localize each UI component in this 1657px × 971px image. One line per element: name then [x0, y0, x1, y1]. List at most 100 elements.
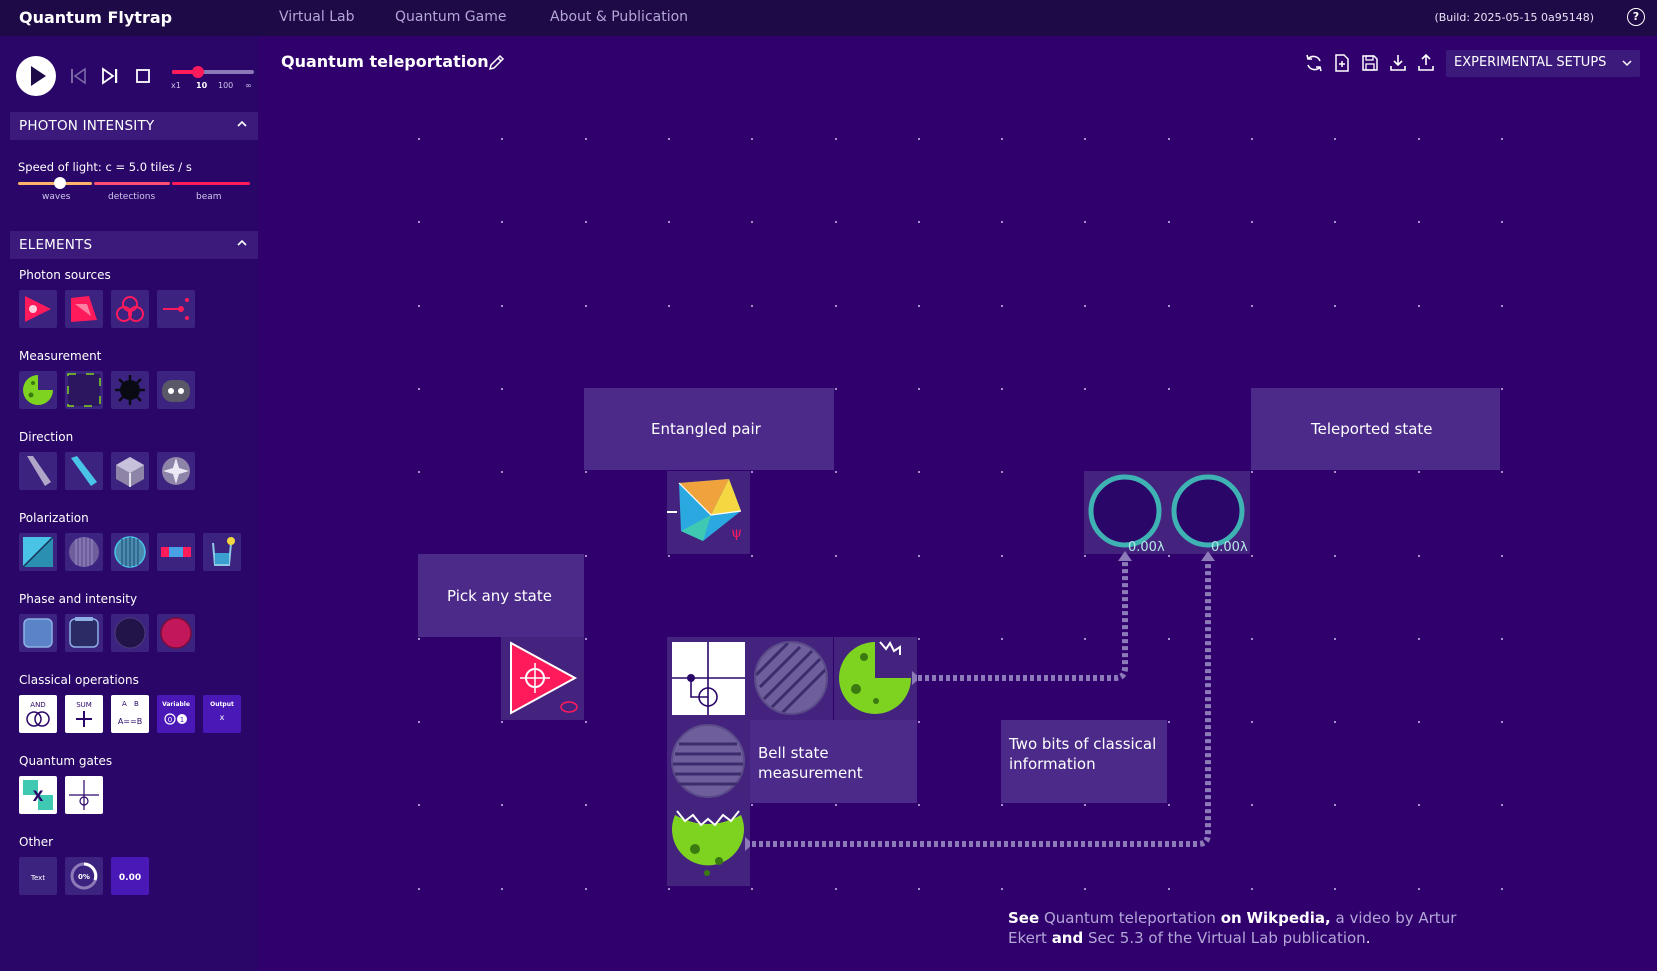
- wave-plate-icon[interactable]: [111, 533, 149, 571]
- grid-dot: [1084, 637, 1087, 640]
- help-icon[interactable]: ?: [1627, 8, 1645, 26]
- cnot-gate-element[interactable]: [667, 637, 750, 720]
- corner-cube-icon[interactable]: [157, 452, 195, 490]
- cat-icon[interactable]: [157, 371, 195, 409]
- grid-dot: [1167, 387, 1170, 390]
- grid-dot: [501, 721, 504, 724]
- label-text: Two bits of classical information: [1009, 735, 1157, 773]
- grid-dot: [1417, 471, 1420, 474]
- entangled-source-element[interactable]: ψ: [667, 471, 750, 554]
- percent-label: 0%: [78, 873, 90, 881]
- grid-dot: [1500, 304, 1503, 307]
- detector-readout: 0.00λ: [1128, 540, 1165, 554]
- polarizer-element[interactable]: [750, 637, 833, 720]
- play-button[interactable]: [16, 56, 56, 96]
- intensity-slider-knob[interactable]: [54, 177, 66, 189]
- grid-dot: [667, 887, 670, 890]
- grid-dot: [418, 138, 420, 140]
- detector-icon[interactable]: [19, 371, 57, 409]
- x-gate-icon[interactable]: X: [19, 776, 57, 814]
- elements-header[interactable]: ELEMENTS: [10, 231, 258, 259]
- grid-dot: [418, 471, 420, 474]
- chevron-up-icon[interactable]: [236, 118, 248, 130]
- value-display-icon[interactable]: 0.00: [111, 857, 149, 895]
- cnot-gate-icon[interactable]: [65, 776, 103, 814]
- polarized-laser-icon[interactable]: [65, 290, 103, 328]
- faraday-rotator-icon[interactable]: [157, 533, 195, 571]
- step-back-icon[interactable]: [70, 66, 86, 86]
- teleported-detectors: 0.00λ 0.00λ: [1084, 471, 1250, 554]
- step-forward-icon[interactable]: [101, 66, 119, 86]
- experimental-setups-button[interactable]: EXPERIMENTAL SETUPS: [1446, 50, 1640, 77]
- absorber-icon[interactable]: [111, 614, 149, 652]
- category-direction: Direction: [19, 430, 74, 444]
- laser-element[interactable]: [501, 637, 584, 720]
- grid-dot: [751, 804, 754, 807]
- grid-dot: [834, 304, 837, 307]
- chevron-up-icon[interactable]: [236, 237, 248, 249]
- grid-dot: [1001, 887, 1004, 890]
- wikipedia-link[interactable]: Wikpedia,: [1246, 909, 1331, 927]
- save-icon[interactable]: [1360, 53, 1380, 73]
- grid-dot: [1500, 887, 1503, 890]
- category-quantum-gates: Quantum gates: [19, 754, 113, 768]
- wiki-link[interactable]: Quantum teleportation: [1043, 909, 1216, 927]
- mine-icon[interactable]: [111, 371, 149, 409]
- horizontal-polarizer-element[interactable]: [667, 720, 750, 803]
- grid-dot: [1417, 721, 1420, 724]
- beam-splitter-icon[interactable]: [65, 452, 103, 490]
- detector-element[interactable]: [667, 803, 750, 886]
- simulation-speed-slider[interactable]: [172, 66, 254, 78]
- grid-dot: [1334, 304, 1337, 307]
- video-link[interactable]: a video by Artur Ekert: [1008, 909, 1457, 947]
- quarter-wave-plate-icon[interactable]: [19, 533, 57, 571]
- grid-dot: [1001, 637, 1004, 640]
- speed-tick: ∞: [245, 81, 252, 90]
- detector-element[interactable]: [834, 637, 917, 720]
- grid-dot: [1167, 138, 1170, 140]
- nav-link-about[interactable]: About & Publication: [550, 9, 689, 25]
- polarizing-beam-splitter-icon[interactable]: [111, 452, 149, 490]
- sugar-solution-icon[interactable]: [203, 533, 241, 571]
- psi-symbol: ψ: [731, 525, 742, 541]
- stop-icon[interactable]: [135, 66, 153, 86]
- glass-icon[interactable]: [19, 614, 57, 652]
- entangled-source-icon[interactable]: [111, 290, 149, 328]
- pencil-icon[interactable]: [486, 53, 506, 73]
- grid-dot: [917, 387, 920, 390]
- vacuum-jar-icon[interactable]: [157, 614, 195, 652]
- photon-pair-icon[interactable]: [157, 290, 195, 328]
- download-icon[interactable]: [1388, 53, 1408, 73]
- nav-link-virtual-lab[interactable]: Virtual Lab: [279, 9, 355, 25]
- grid-dot: [1084, 304, 1087, 307]
- brand-logo[interactable]: Quantum Flytrap: [19, 8, 173, 27]
- speed-slider-knob[interactable]: [192, 66, 204, 78]
- grid-dot: [1251, 887, 1253, 890]
- label-entangled-pair[interactable]: Entangled pair: [584, 388, 834, 470]
- photon-intensity-header[interactable]: PHOTON INTENSITY: [10, 112, 258, 140]
- phase-shifter-icon[interactable]: [65, 614, 103, 652]
- laser-icon[interactable]: [19, 290, 57, 328]
- grid-dot: [1500, 721, 1503, 724]
- upload-icon[interactable]: [1416, 53, 1436, 73]
- polarizer-icon[interactable]: [65, 533, 103, 571]
- label-teleported-state[interactable]: Teleported state: [1251, 388, 1500, 470]
- and-text: and: [1051, 929, 1084, 947]
- label-pick-any-state[interactable]: Pick any state: [418, 554, 584, 637]
- photon-intensity-slider[interactable]: [18, 177, 250, 189]
- counter-icon[interactable]: 0%: [65, 857, 103, 895]
- text-icon[interactable]: Text: [19, 857, 57, 895]
- reset-icon[interactable]: [1304, 53, 1324, 73]
- mirror-icon[interactable]: [19, 452, 57, 490]
- new-file-icon[interactable]: [1332, 53, 1352, 73]
- sum-icon[interactable]: SUM: [65, 695, 103, 733]
- nav-link-quantum-game[interactable]: Quantum Game: [395, 9, 507, 25]
- publication-link[interactable]: Sec 5.3 of the Virtual Lab publication: [1088, 929, 1366, 947]
- and-gate-icon[interactable]: AND: [19, 695, 57, 733]
- rock-icon[interactable]: [65, 371, 103, 409]
- label-two-bits[interactable]: Two bits of classical information: [1001, 720, 1167, 803]
- sidebar: [0, 36, 258, 971]
